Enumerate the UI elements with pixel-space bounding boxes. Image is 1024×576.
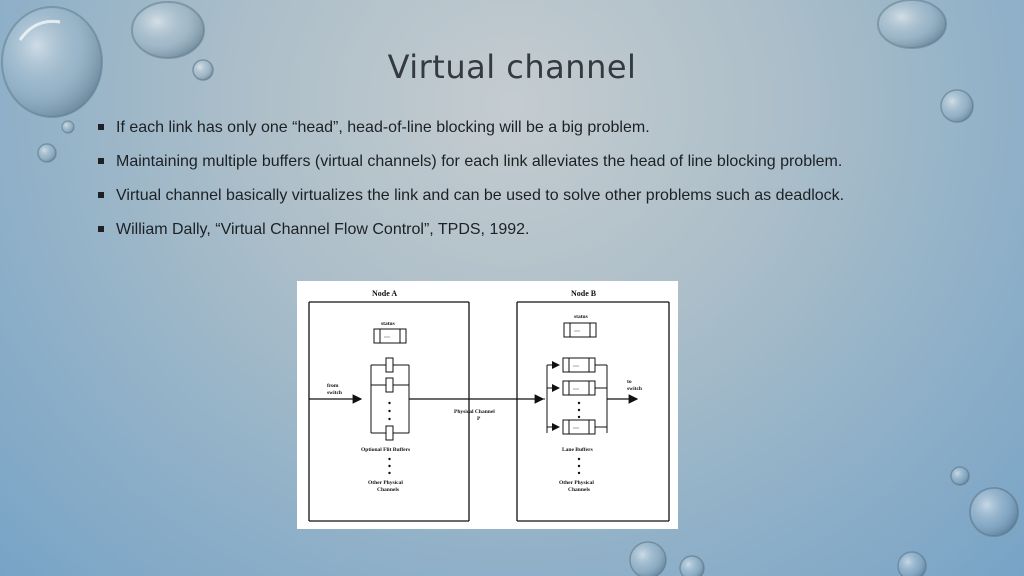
bullet-text: Maintaining multiple buffers (virtual ch…: [116, 153, 843, 170]
bullet-text: If each link has only one “head”, head-o…: [116, 119, 650, 136]
bullet-list: If each link has only one “head”, head-o…: [98, 116, 978, 252]
node-b-output-label-2: switch: [627, 386, 642, 392]
virtual-channel-figure: Node A status ··· from switch: [297, 281, 678, 529]
slide-title: Virtual channel: [387, 48, 637, 86]
node-a-flit-buffer: [385, 357, 394, 373]
node-b-output-label-1: to: [627, 379, 632, 385]
lane-buffer-ellipsis: ···: [573, 387, 579, 393]
virtual-channel-diagram: Node A status ··· from switch: [308, 289, 670, 522]
node-b-lane-buffer: ···: [562, 419, 596, 435]
drop-small-1: [192, 59, 214, 81]
channel-label-1: Physical Channel: [454, 409, 495, 415]
drop-bottom-2: [679, 555, 705, 576]
channel-label-2: P: [477, 416, 481, 422]
node-a-status-ellipsis: ···: [384, 335, 390, 341]
bullet-square-icon: [98, 226, 104, 232]
node-b: Node B status ··· ···: [516, 289, 670, 522]
node-a-flit-buffer: [385, 425, 394, 441]
node-a-status-register: [373, 328, 407, 344]
bullet-text: William Dally, “Virtual Channel Flow Con…: [116, 221, 530, 238]
node-b-lane-buffer: ···: [562, 380, 596, 396]
drop-bottom-3: [897, 551, 927, 576]
node-a-buffers-label: Optional Flit Buffers: [361, 447, 410, 453]
node-a-status-label: status: [381, 321, 395, 327]
node-b-status-register: [563, 322, 597, 338]
lane-buffer-ellipsis: ···: [573, 426, 579, 432]
node-a-others-label-2: Channels: [377, 487, 399, 493]
bullet-item: If each link has only one “head”, head-o…: [98, 116, 978, 150]
lane-buffer-ellipsis: ···: [573, 364, 579, 370]
drop-small-3: [37, 143, 57, 163]
drop-right-2: [950, 466, 970, 486]
bullet-square-icon: [98, 158, 104, 164]
node-b-others-label-1: Other Physical: [559, 480, 594, 486]
node-b-lane-buffer: ···: [562, 357, 596, 373]
node-a: Node A status ··· from switch: [308, 289, 470, 522]
node-b-buffers-label: Lane Buffers: [562, 447, 593, 453]
node-a-input-label-1: from: [327, 383, 339, 389]
drop-top-right: [877, 0, 947, 49]
node-a-input-label-2: switch: [327, 390, 342, 396]
bullet-text: Virtual channel basically virtualizes th…: [116, 187, 845, 204]
node-b-status-label: status: [574, 314, 588, 320]
bullet-item: William Dally, “Virtual Channel Flow Con…: [98, 218, 978, 252]
node-b-status-ellipsis: ···: [574, 329, 580, 335]
drop-small-2: [61, 120, 75, 134]
node-b-others-label-2: Channels: [568, 487, 590, 493]
bullet-item: Virtual channel basically virtualizes th…: [98, 184, 978, 218]
node-b-title: Node B: [571, 289, 597, 298]
bullet-square-icon: [98, 192, 104, 198]
node-a-flit-buffer: [385, 377, 394, 393]
drop-right-3: [969, 487, 1019, 537]
drop-bottom-1: [629, 541, 667, 576]
bullet-item: Maintaining multiple buffers (virtual ch…: [98, 150, 978, 184]
drop-top-left-2: [131, 1, 205, 59]
node-a-others-label-1: Other Physical: [368, 480, 403, 486]
bullet-square-icon: [98, 124, 104, 130]
physical-channel: Physical Channel P: [442, 394, 545, 422]
node-a-title: Node A: [372, 289, 397, 298]
drop-right-1: [940, 89, 974, 123]
drop-top-left: [1, 6, 103, 118]
